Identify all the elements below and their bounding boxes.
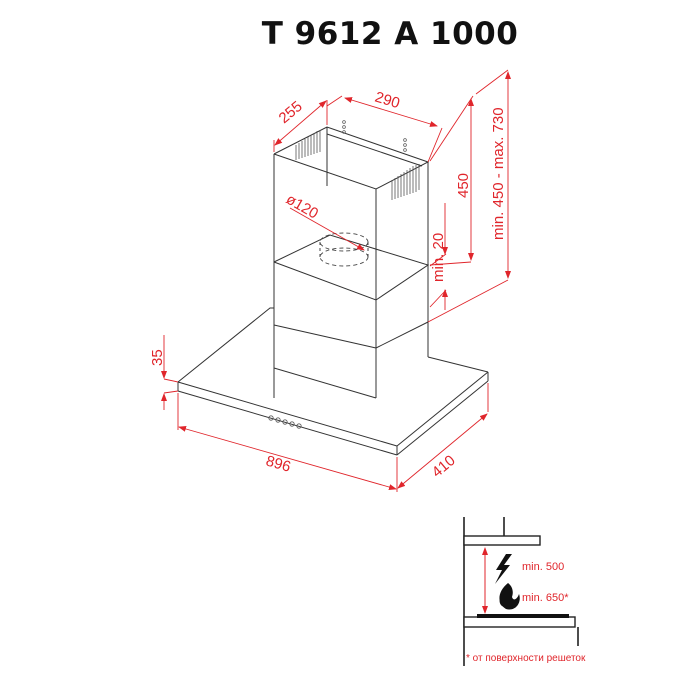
label-diameter: ø120 <box>283 191 321 223</box>
label-410: 410 <box>429 452 459 481</box>
label-electric-min: min. 500 <box>522 561 564 573</box>
label-35: 35 <box>149 349 166 366</box>
label-290: 290 <box>373 89 402 113</box>
dimension-290: 290 <box>326 89 443 163</box>
dimension-450: 450 <box>429 95 474 266</box>
hood-canopy <box>177 307 489 456</box>
dimension-min-20: min. 20 <box>429 203 448 310</box>
label-450: 450 <box>455 173 472 198</box>
label-896: 896 <box>264 453 293 476</box>
gas-flame-icon <box>499 583 520 610</box>
dimension-255: 255 <box>273 98 328 152</box>
electric-icon <box>495 554 512 584</box>
footnote: * от поверхности решеток <box>466 653 586 664</box>
model-title: T 9612 A 1000 <box>261 16 519 52</box>
installation-inset: min. 500 min. 650* * от поверхности реше… <box>463 517 586 666</box>
label-total-height: min. 450 - max. 730 <box>490 107 507 240</box>
label-min-20: min. 20 <box>430 233 447 282</box>
dimension-896: 896 <box>177 393 398 492</box>
label-gas-min: min. 650* <box>522 592 569 604</box>
dimension-total-height: min. 450 - max. 730 <box>427 69 511 323</box>
dimension-35: 35 <box>149 335 179 410</box>
vent-right <box>391 164 420 200</box>
control-buttons <box>268 415 302 429</box>
chimney-lower <box>273 232 430 399</box>
dimension-diameter: ø120 <box>283 191 365 251</box>
vent-left <box>295 130 321 160</box>
dimension-410: 410 <box>397 383 489 489</box>
